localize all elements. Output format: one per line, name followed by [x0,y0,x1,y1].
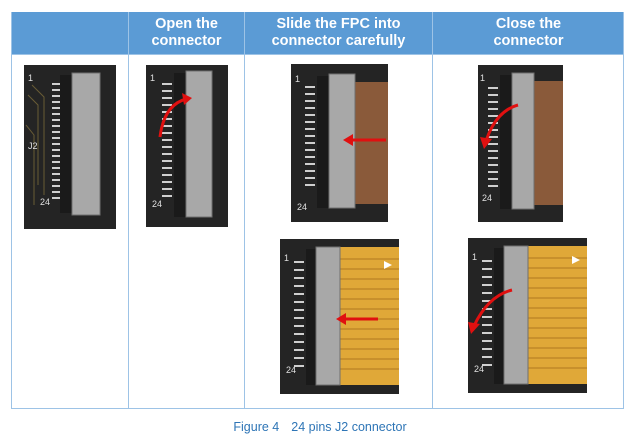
connector-close-photo-bottom: 1 24 [468,238,587,393]
pin-24-label: 24 [297,202,307,212]
figure-title: 24 pins J2 connector [291,420,407,434]
table-border [432,12,433,409]
connector-photo-open: 1 24 [146,65,228,227]
header-open-connector: Open the connector [129,12,244,54]
header-close-connector: Close the connector [433,12,624,54]
pin-24-label: 24 [474,364,484,374]
table-border [623,12,624,409]
pin-24-label: 24 [152,199,162,209]
fpc-slide-photo-bottom: 1 24 [280,239,399,394]
pin-1-label: 1 [295,74,300,84]
table-border [244,12,245,409]
pin-1-label: 1 [28,73,33,83]
header-cell-empty [11,12,128,54]
connector-steps-table: Open the connector Slide the FPC into co… [11,12,624,409]
connector-close-photo-top: 1 24 [478,65,563,222]
pin-1-label: 1 [472,252,477,262]
pin-24-label: 24 [286,365,296,375]
table-border [128,12,129,409]
pin-24-label: 24 [40,197,50,207]
fpc-slide-photo-top: 1 24 [291,64,388,222]
figure-number: Figure 4 [233,420,280,434]
figure-caption: Figure 4 24 pins J2 connector [0,420,640,434]
pin-1-label: 1 [480,73,485,83]
pin-1-label: 1 [150,73,155,83]
pin-1-label: 1 [284,253,289,263]
pin-24-label: 24 [482,193,492,203]
table-border [11,12,12,409]
header-slide-fpc: Slide the FPC into connector carefully [245,12,432,54]
board-label: J2 [28,141,38,151]
table-border [11,54,624,55]
table-border [11,408,624,409]
connector-photo-initial: 1 J2 24 [24,65,116,229]
